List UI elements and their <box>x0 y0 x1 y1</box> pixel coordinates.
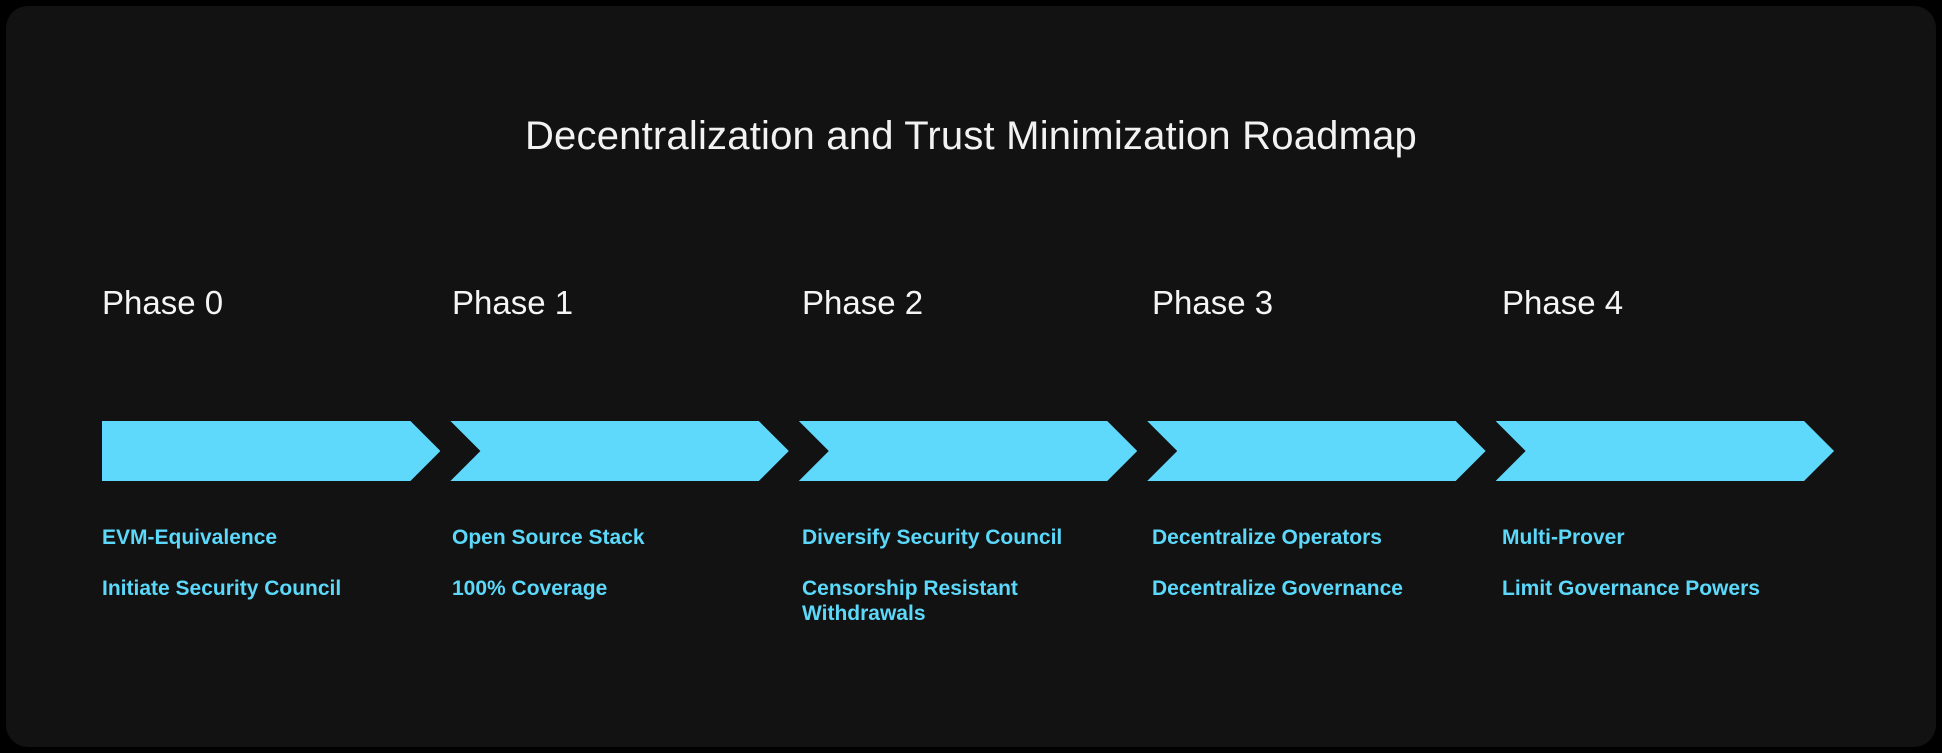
phase-items-4: Multi-Prover Limit Governance Powers <box>1496 526 1846 628</box>
phase-label-1: Phase 1 <box>452 284 574 321</box>
phase-chevron-2 <box>799 421 1137 481</box>
phase-item: Initiate Security Council <box>102 576 342 600</box>
phase-chevron-3 <box>1147 421 1485 481</box>
phase-item: Diversify Security Council <box>802 526 1063 549</box>
phase-items-1: Open Source Stack 100% Coverage <box>446 526 796 628</box>
phase-items-3: Decentralize Operators Decentralize Gove… <box>1146 526 1496 628</box>
phase-label-3: Phase 3 <box>1152 284 1274 321</box>
phase-progress-bar <box>102 421 1834 481</box>
phase-chevron-1 <box>450 421 788 481</box>
phase-columns: Phase 0 EVM-Equivalence Initiate Securit… <box>96 286 1846 686</box>
phase-column-0: Phase 0 EVM-Equivalence Initiate Securit… <box>96 286 446 652</box>
roadmap-card: Decentralization and Trust Minimization … <box>6 6 1936 747</box>
phase-chevron-0 <box>102 421 440 481</box>
phase-column-1: Phase 1 Open Source Stack 100% Coverage <box>446 286 796 652</box>
phase-chevron-4 <box>1496 421 1834 481</box>
phase-item: 100% Coverage <box>452 576 608 600</box>
phase-label-2: Phase 2 <box>802 284 924 321</box>
phase-item: Decentralize Operators <box>1152 526 1382 549</box>
phase-label-0: Phase 0 <box>102 284 224 321</box>
phase-item: Open Source Stack <box>452 526 645 549</box>
phase-item: Limit Governance Powers <box>1502 576 1760 600</box>
phase-item: Multi-Prover <box>1502 526 1625 549</box>
phase-items-2: Diversify Security Council Censorship Re… <box>796 526 1146 652</box>
phase-items-0: EVM-Equivalence Initiate Security Counci… <box>96 526 446 628</box>
phase-label-4: Phase 4 <box>1502 284 1624 321</box>
phase-item: Decentralize Governance <box>1152 576 1403 600</box>
phase-item: Censorship Resistant Withdrawals <box>802 576 1018 625</box>
phase-column-2: Phase 2 Diversify Security Council Censo… <box>796 286 1146 652</box>
page-title: Decentralization and Trust Minimization … <box>524 114 1418 158</box>
phase-column-4: Phase 4 Multi-Prover Limit Governance Po… <box>1496 286 1846 652</box>
phase-column-3: Phase 3 Decentralize Operators Decentral… <box>1146 286 1496 652</box>
phase-item: EVM-Equivalence <box>102 526 278 549</box>
